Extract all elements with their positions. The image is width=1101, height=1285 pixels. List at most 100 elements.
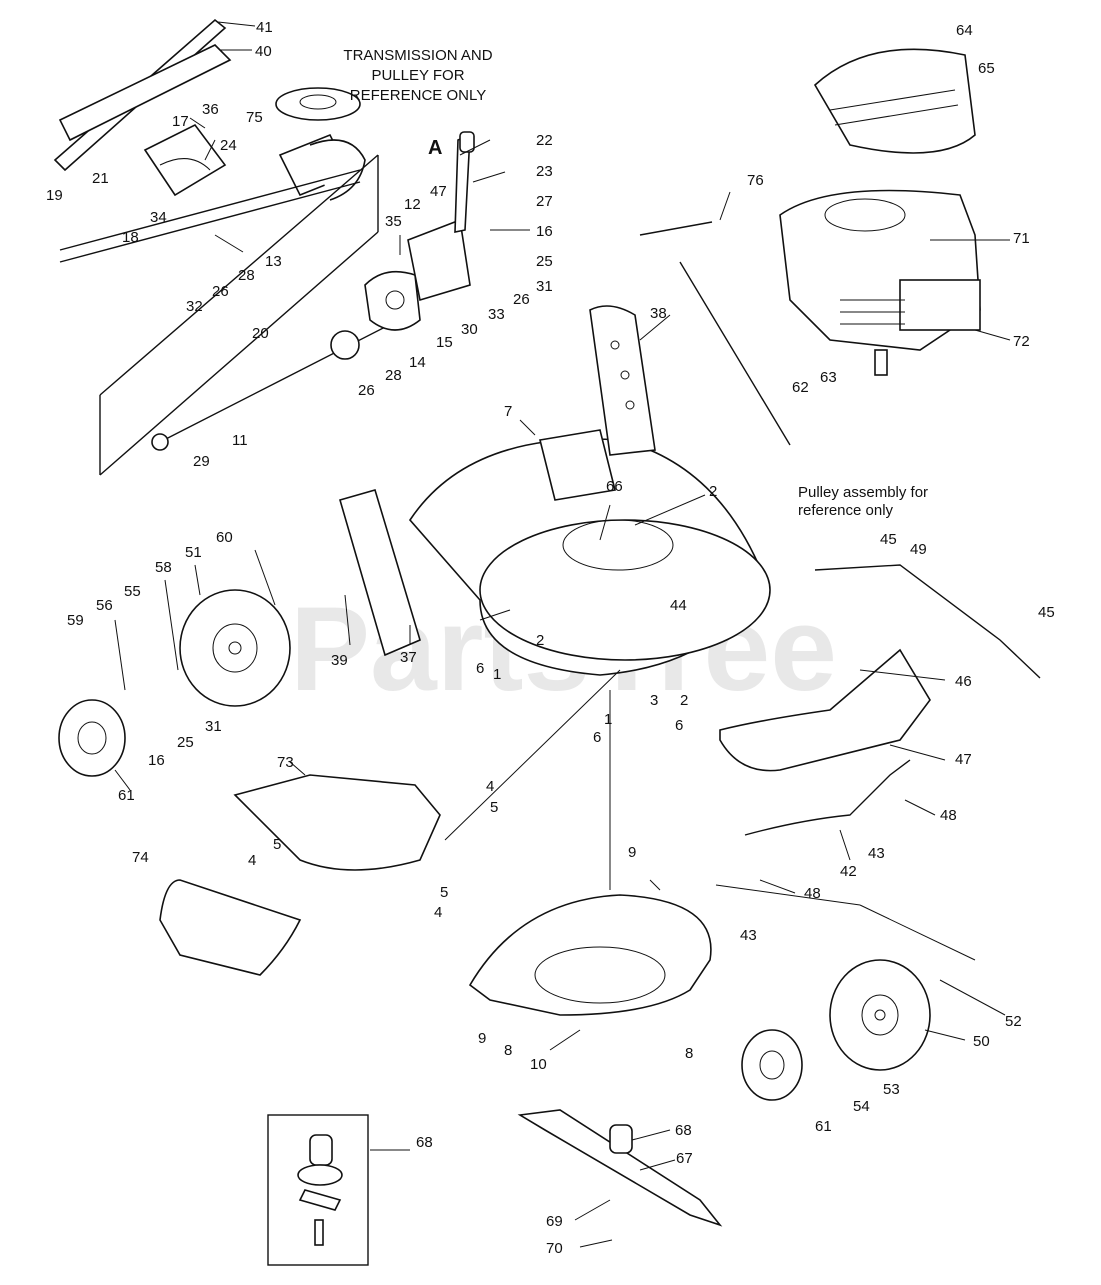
callout-58[interactable]: 58 [155, 559, 172, 576]
callout-65[interactable]: 65 [978, 60, 995, 77]
callout-24[interactable]: 24 [220, 137, 237, 154]
callout-75[interactable]: 75 [246, 109, 263, 126]
callout-30[interactable]: 30 [461, 321, 478, 338]
height-lever [744, 564, 1041, 836]
callout-53[interactable]: 53 [883, 1081, 900, 1098]
callout-66[interactable]: 66 [606, 478, 623, 495]
callout-64[interactable]: 64 [956, 22, 973, 39]
callout-28[interactable]: 28 [238, 267, 255, 284]
callout-32[interactable]: 32 [186, 298, 203, 315]
callout-22[interactable]: 22 [536, 132, 553, 149]
callout-49[interactable]: 49 [910, 541, 927, 558]
callout-56[interactable]: 56 [96, 597, 113, 614]
callout-44[interactable]: 44 [670, 597, 687, 614]
callout-33[interactable]: 33 [488, 306, 505, 323]
callout-45b[interactable]: 45 [1038, 604, 1055, 621]
callout-41[interactable]: 41 [256, 19, 273, 36]
callout-8b[interactable]: 8 [685, 1045, 693, 1062]
callout-6[interactable]: 6 [476, 660, 484, 677]
callout-12[interactable]: 12 [404, 196, 421, 213]
callout-3[interactable]: 3 [650, 692, 658, 709]
callout-48[interactable]: 48 [940, 807, 957, 824]
callout-47b[interactable]: 47 [955, 751, 972, 768]
callout-47[interactable]: 47 [430, 183, 447, 200]
callout-42[interactable]: 42 [840, 863, 857, 880]
callout-1b[interactable]: 1 [604, 711, 612, 728]
callout-26[interactable]: 26 [212, 283, 229, 300]
callout-59[interactable]: 59 [67, 612, 84, 629]
callout-7[interactable]: 7 [504, 403, 512, 420]
callout-2c[interactable]: 2 [680, 692, 688, 709]
callout-45[interactable]: 45 [880, 531, 897, 548]
callout-76[interactable]: 76 [747, 172, 764, 189]
callout-4b[interactable]: 4 [248, 852, 256, 869]
callout-15[interactable]: 15 [436, 334, 453, 351]
callout-38[interactable]: 38 [650, 305, 667, 322]
callout-10[interactable]: 10 [530, 1056, 547, 1073]
callout-26b[interactable]: 26 [513, 291, 530, 308]
front-wheel-right [829, 959, 931, 1071]
callout-43[interactable]: 43 [868, 845, 885, 862]
callout-27[interactable]: 27 [536, 193, 553, 210]
callout-14[interactable]: 14 [409, 354, 426, 371]
callout-52[interactable]: 52 [1005, 1013, 1022, 1030]
callout-31[interactable]: 31 [536, 278, 553, 295]
callout-5b[interactable]: 5 [273, 836, 281, 853]
callout-36[interactable]: 36 [202, 101, 219, 118]
callout-71[interactable]: 71 [1013, 230, 1030, 247]
callout-63[interactable]: 63 [820, 369, 837, 386]
callout-9[interactable]: 9 [628, 844, 636, 861]
callout-2b[interactable]: 2 [536, 632, 544, 649]
callout-37[interactable]: 37 [400, 649, 417, 666]
callout-2[interactable]: 2 [709, 483, 717, 500]
callout-61b[interactable]: 61 [815, 1118, 832, 1135]
callout-67[interactable]: 67 [676, 1150, 693, 1167]
callout-11[interactable]: 11 [232, 432, 248, 449]
callout-68b[interactable]: 68 [675, 1122, 692, 1139]
callout-13[interactable]: 13 [265, 253, 282, 270]
callout-19[interactable]: 19 [46, 187, 63, 204]
callout-72[interactable]: 72 [1013, 333, 1030, 350]
callout-55[interactable]: 55 [124, 583, 141, 600]
callout-70[interactable]: 70 [546, 1240, 563, 1257]
callout-8[interactable]: 8 [504, 1042, 512, 1059]
callout-34[interactable]: 34 [150, 209, 167, 226]
callout-6b[interactable]: 6 [675, 717, 683, 734]
callout-4c[interactable]: 4 [434, 904, 442, 921]
callout-46[interactable]: 46 [955, 673, 972, 690]
callout-54[interactable]: 54 [853, 1098, 870, 1115]
callout-18[interactable]: 18 [122, 229, 139, 246]
callout-23[interactable]: 23 [536, 163, 553, 180]
callout-73[interactable]: 73 [277, 754, 294, 771]
callout-5c[interactable]: 5 [440, 884, 448, 901]
callout-26c[interactable]: 26 [358, 382, 375, 399]
callout-16[interactable]: 16 [536, 223, 553, 240]
callout-28b[interactable]: 28 [385, 367, 402, 384]
callout-61[interactable]: 61 [118, 787, 135, 804]
callout-4[interactable]: 4 [486, 778, 494, 795]
callout-51[interactable]: 51 [185, 544, 202, 561]
callout-40[interactable]: 40 [255, 43, 272, 60]
callout-25[interactable]: 25 [536, 253, 553, 270]
callout-68[interactable]: 68 [416, 1134, 433, 1151]
callout-48b[interactable]: 48 [804, 885, 821, 902]
callout-17[interactable]: 17 [172, 113, 189, 130]
callout-1[interactable]: 1 [493, 666, 501, 683]
callout-5[interactable]: 5 [490, 799, 498, 816]
callout-9b[interactable]: 9 [478, 1030, 486, 1047]
callout-43b[interactable]: 43 [740, 927, 757, 944]
callout-60[interactable]: 60 [216, 529, 233, 546]
callout-25b[interactable]: 25 [177, 734, 194, 751]
callout-69[interactable]: 69 [546, 1213, 563, 1230]
callout-21[interactable]: 21 [92, 170, 109, 187]
callout-20[interactable]: 20 [252, 325, 269, 342]
callout-16b[interactable]: 16 [148, 752, 165, 769]
callout-62[interactable]: 62 [792, 379, 809, 396]
callout-29[interactable]: 29 [193, 453, 210, 470]
callout-31b[interactable]: 31 [205, 718, 222, 735]
callout-50[interactable]: 50 [973, 1033, 990, 1050]
callout-74[interactable]: 74 [132, 849, 149, 866]
callout-39[interactable]: 39 [331, 652, 348, 669]
callout-35[interactable]: 35 [385, 213, 402, 230]
callout-6c[interactable]: 6 [593, 729, 601, 746]
